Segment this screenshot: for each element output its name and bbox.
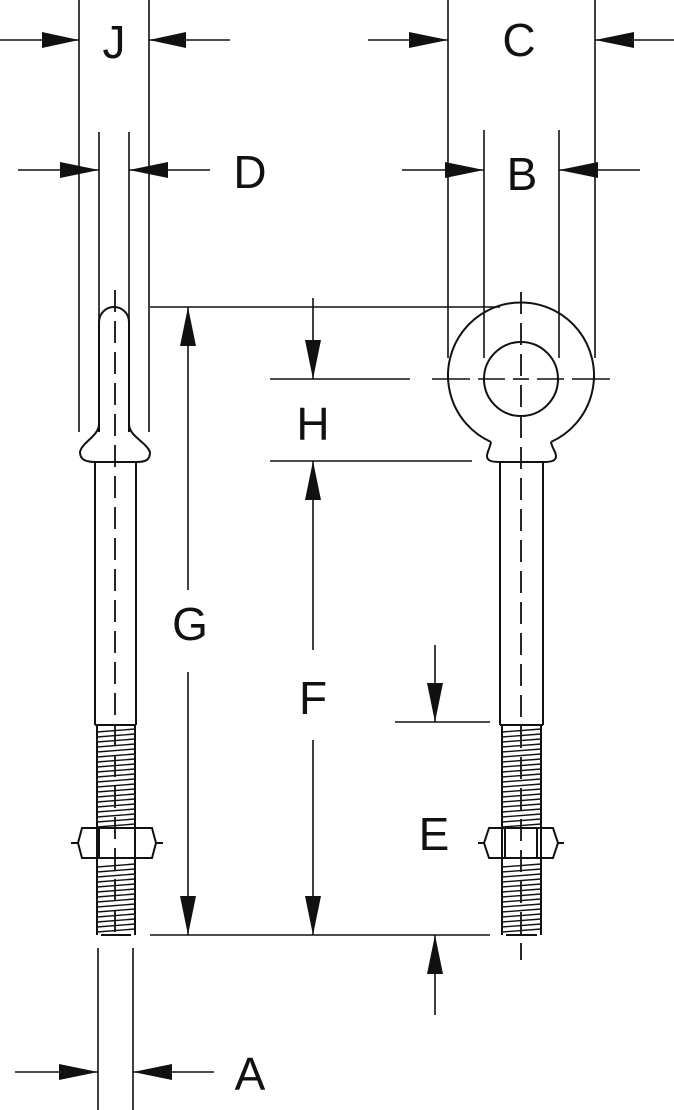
thread-line xyxy=(96,888,136,893)
thread-line xyxy=(96,918,136,923)
label-g: G xyxy=(172,598,208,650)
thread-line xyxy=(96,913,136,918)
label-a: A xyxy=(235,1048,266,1100)
thread-line xyxy=(501,808,542,813)
thread-line xyxy=(96,758,136,763)
thread-line xyxy=(96,863,136,868)
thread-line xyxy=(96,808,136,813)
thread-line xyxy=(96,748,136,753)
front-collar-outline xyxy=(485,441,558,463)
thread-line xyxy=(501,908,542,913)
dimension-h: H xyxy=(270,298,472,462)
label-b: B xyxy=(507,148,538,200)
thread-line xyxy=(501,753,542,758)
thread-line xyxy=(96,823,136,828)
thread-line xyxy=(96,773,136,778)
thread-line xyxy=(96,728,136,733)
thread-line xyxy=(96,928,136,933)
thread-line xyxy=(96,733,136,738)
thread-line xyxy=(501,778,542,783)
thread-line xyxy=(96,883,136,888)
thread-line xyxy=(96,743,136,748)
side-view xyxy=(71,0,163,1110)
thread-line xyxy=(96,788,136,793)
thread-line xyxy=(501,903,542,908)
dimension-g: G xyxy=(150,306,500,936)
dimension-f: F xyxy=(299,461,327,935)
thread-line xyxy=(501,878,542,883)
thread-line xyxy=(96,738,136,743)
front-view xyxy=(432,0,610,960)
thread-line xyxy=(96,798,136,803)
dimension-b: B xyxy=(402,148,640,200)
dimension-e: E xyxy=(395,645,490,1015)
thread-line xyxy=(96,878,136,883)
thread-line xyxy=(96,813,136,818)
thread-line xyxy=(501,873,542,878)
thread-line xyxy=(501,748,542,753)
thread-line xyxy=(96,763,136,768)
thread-line xyxy=(96,868,136,873)
label-j: J xyxy=(103,16,126,68)
thread-line xyxy=(96,753,136,758)
front-thread-pattern xyxy=(501,725,542,936)
thread-line xyxy=(96,908,136,913)
dimension-d: D xyxy=(18,146,267,198)
eye-edge-outline xyxy=(98,306,130,432)
dimension-j: J xyxy=(0,16,230,68)
thread-line xyxy=(96,783,136,788)
thread-line xyxy=(96,923,136,928)
thread-line xyxy=(96,893,136,898)
thread-line xyxy=(96,768,136,773)
dimension-a: A xyxy=(15,1048,266,1100)
label-f: F xyxy=(299,672,327,724)
label-d: D xyxy=(233,146,266,198)
thread-line xyxy=(501,813,542,818)
thread-line xyxy=(96,873,136,878)
thread-pattern xyxy=(96,725,136,936)
label-h: H xyxy=(296,398,329,450)
collar-outline xyxy=(78,423,152,463)
dimension-c: C xyxy=(368,14,674,66)
thread-line xyxy=(96,898,136,903)
label-c: C xyxy=(502,14,535,66)
thread-line xyxy=(96,818,136,823)
hex-nut xyxy=(71,827,163,859)
thread-line xyxy=(501,783,542,788)
thread-line xyxy=(96,803,136,808)
thread-line xyxy=(96,903,136,908)
label-e: E xyxy=(419,808,450,860)
thread-line xyxy=(96,778,136,783)
front-hex-nut xyxy=(478,827,564,859)
thread-line xyxy=(96,793,136,798)
